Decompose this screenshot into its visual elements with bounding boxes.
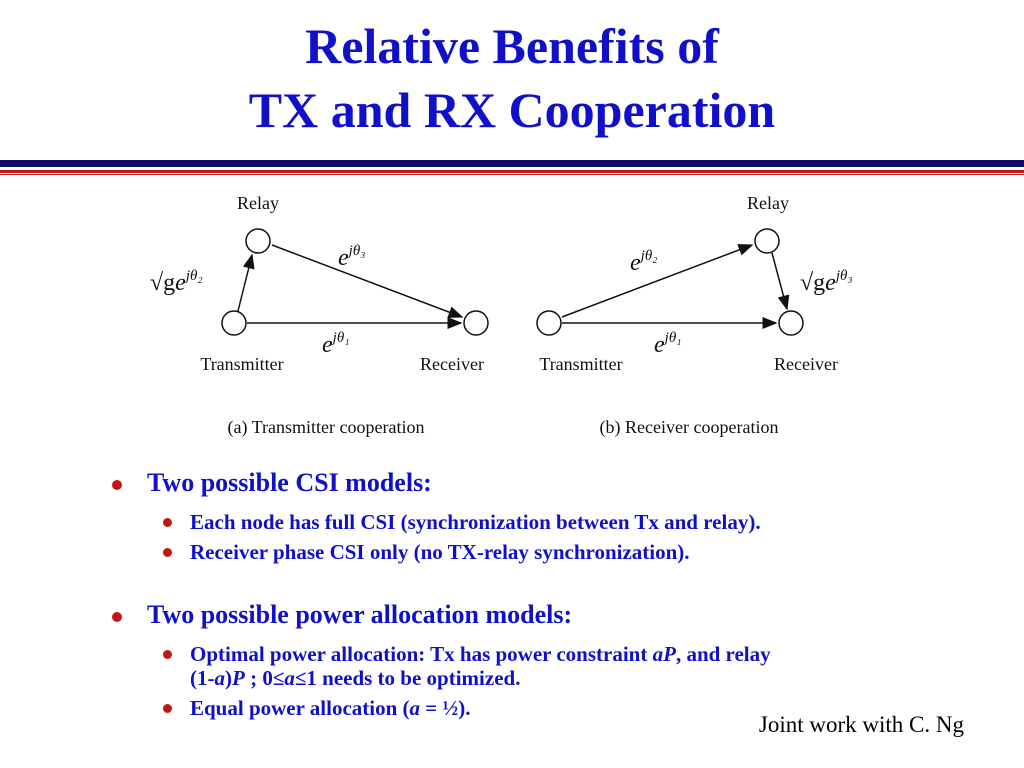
diagram-a: Relay √gejθ₂ ejθ₃ ejθ₁ Transmitter Recei…: [150, 193, 489, 438]
label-receiver-a: Receiver: [420, 354, 484, 374]
edge-tx-relay-a: [237, 253, 255, 312]
caption-a: (a) Transmitter cooperation: [228, 417, 425, 438]
bullet-dot: [163, 704, 172, 713]
bullet-full-csi: Each node has full CSI (synchronization …: [190, 510, 761, 534]
edge-relay-rx-a: [271, 244, 464, 318]
slide-title-line2: TX and RX Cooperation: [248, 82, 776, 138]
node-transmitter-a: [221, 310, 247, 336]
bullet-csi-models: Two possible CSI models:: [147, 468, 432, 497]
gain-tx-rx-a: ejθ₁: [322, 330, 349, 358]
node-transmitter-b: [536, 310, 562, 336]
bullet-dot: [163, 518, 172, 527]
bullet-optimal-power: Optimal power allocation: Tx has power c…: [190, 642, 771, 690]
edge-tx-relay-b: [561, 244, 754, 318]
bullet-power-models: Two possible power allocation models:: [147, 600, 573, 629]
gain-tx-relay-a: √gejθ₂: [150, 268, 203, 296]
caption-b: (b) Receiver cooperation: [600, 417, 779, 438]
gain-tx-rx-b: ejθ₁: [654, 330, 681, 358]
credit-text: Joint work with C. Ng: [758, 712, 964, 737]
slide-title-line1: Relative Benefits of: [305, 18, 719, 74]
node-receiver-a: [463, 310, 489, 336]
node-receiver-b: [778, 310, 804, 336]
title-divider-red: [0, 170, 1024, 173]
gain-tx-relay-b: ejθ₂: [630, 248, 657, 276]
label-transmitter-b: Transmitter: [539, 354, 622, 374]
label-transmitter-a: Transmitter: [200, 354, 283, 374]
title-divider-navy: [0, 160, 1024, 167]
bullet-dot: [112, 612, 122, 622]
bullet-dot: [163, 548, 172, 557]
cooperation-diagram: Relay √gejθ₂ ejθ₃ ejθ₁ Transmitter Recei…: [150, 193, 853, 438]
bullet-equal-power: Equal power allocation (a = ½).: [190, 696, 471, 720]
edge-relay-rx-b: [771, 252, 790, 311]
gain-relay-rx-a: ejθ₃: [338, 243, 365, 271]
diagram-b: Relay ejθ₂ √gejθ₃ ejθ₁ Transmitter Recei…: [536, 193, 853, 438]
gain-relay-rx-b: √gejθ₃: [800, 268, 853, 296]
bullet-receiver-phase-csi: Receiver phase CSI only (no TX-relay syn…: [190, 540, 690, 564]
label-relay-a: Relay: [237, 193, 279, 213]
bullet-dot: [163, 650, 172, 659]
bullet-dot: [112, 480, 122, 490]
node-relay-b: [754, 228, 780, 254]
label-receiver-b: Receiver: [774, 354, 838, 374]
title-divider-red-thin: [0, 174, 1024, 175]
node-relay-a: [245, 228, 271, 254]
label-relay-b: Relay: [747, 193, 789, 213]
